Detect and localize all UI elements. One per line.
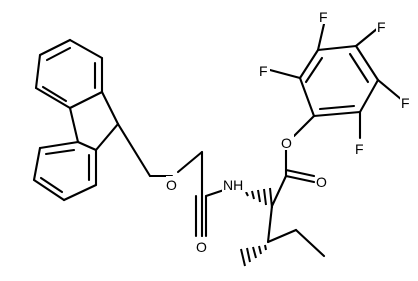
atom-label-f1: F [259, 63, 268, 79]
pentafluorophenyl-group [268, 22, 404, 140]
atom-label-o-carbamate-carbonyl: O [196, 239, 207, 255]
atom-label-f5: F [355, 141, 364, 157]
atom-labels: O O NH O O F F F F F [166, 8, 412, 255]
atom-label-f3: F [377, 19, 386, 35]
atom-label-nh: NH [223, 177, 243, 193]
carbamate-linker [116, 122, 238, 238]
atom-label-f2: F [319, 9, 328, 25]
isoleucine-backbone [240, 143, 326, 267]
atom-label-f4: F [401, 95, 410, 111]
atom-label-o-ester: O [281, 135, 292, 151]
atom-label-o-carbamate: O [166, 177, 177, 193]
atom-label-o-carbonyl: O [316, 174, 327, 190]
fluorenyl-group [32, 38, 120, 202]
